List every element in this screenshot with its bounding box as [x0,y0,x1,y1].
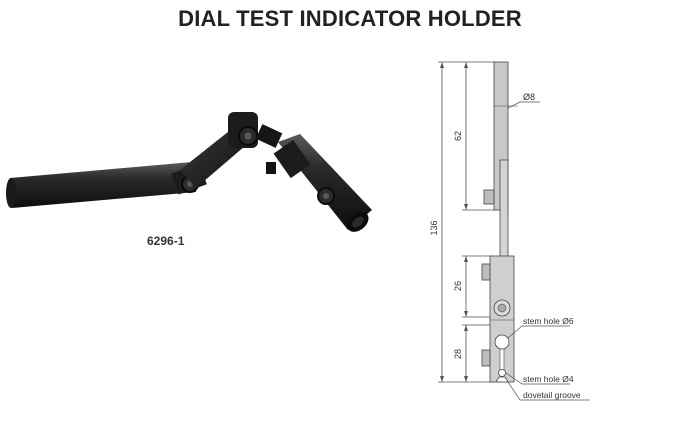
stem-hole-6 [494,334,510,350]
dim-diameter: Ø8 [523,92,535,102]
product-code: 6296-1 [147,234,185,248]
callout-stem-hole-4: stem hole Ø4 [523,374,574,384]
technical-drawing: 136 62 26 28 Ø8 stem hole Ø6 stem hole Ø… [430,61,590,401]
indicator-sleeve [273,134,372,232]
top-joint [228,112,283,174]
dim-lower: 28 [453,349,463,359]
dim-upper: 62 [453,131,463,141]
stem-hole-4 [498,369,506,377]
dovetail-groove [495,376,509,383]
page-title: DIAL TEST INDICATOR HOLDER [178,6,522,31]
holder-photo [6,112,372,232]
dim-total: 136 [430,220,439,235]
rod [6,162,196,208]
callout-dovetail: dovetail groove [523,390,581,400]
callout-stem-hole-6: stem hole Ø6 [523,316,574,326]
dim-middle: 26 [453,281,463,291]
link-bar [499,159,509,271]
